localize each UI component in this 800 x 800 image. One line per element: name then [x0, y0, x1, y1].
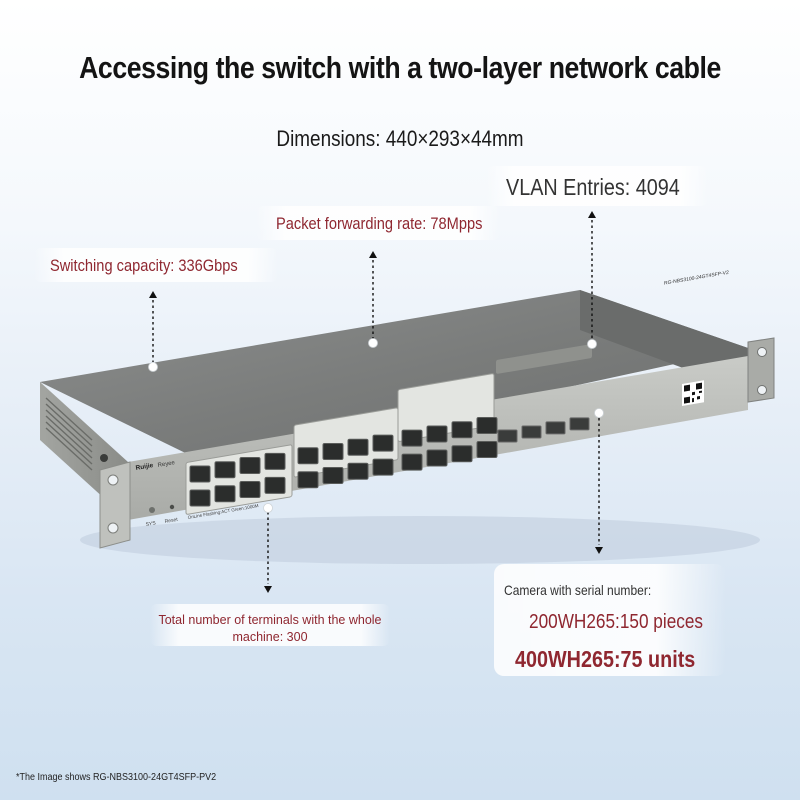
rj45-port	[297, 447, 319, 465]
brand-ruijie: Ruijie	[135, 462, 154, 472]
dot-forwarding	[368, 338, 378, 348]
switching-chip	[34, 248, 278, 282]
terminals-label-line2: machine: 300	[232, 630, 308, 644]
camera-line-400wh: 400WH265:75 units	[515, 646, 696, 672]
forwarding-chip	[256, 206, 500, 240]
arrow-vlan	[588, 211, 596, 218]
rj45-port	[322, 443, 344, 461]
sys-label: SYS	[145, 520, 157, 528]
arrow-switching	[149, 291, 157, 298]
dot-terminals	[263, 503, 273, 513]
brand-reyee: Reyee	[157, 460, 176, 469]
right-rack-ear	[747, 337, 775, 403]
rj45-ports	[189, 416, 498, 507]
left-rack-ear	[99, 461, 131, 549]
rj45-port	[401, 429, 423, 447]
vlan-label: VLAN Entries: 4094	[506, 174, 680, 200]
switch-top-panel	[40, 290, 748, 465]
rj45-port	[426, 449, 448, 467]
camera-line-200wh: 200WH265:150 pieces	[529, 611, 704, 633]
switching-label: Switching capacity: 336Gbps	[50, 256, 238, 275]
right-ear-hole-bottom	[757, 385, 767, 395]
sfp-ports	[497, 417, 590, 443]
forwarding-label: Packet forwarding rate: 78Mpps	[276, 214, 483, 233]
terminals-label: Total number of terminals with the whole…	[150, 612, 390, 646]
rj45-port	[476, 440, 498, 458]
rj45-port	[214, 485, 236, 503]
side-screw	[100, 454, 108, 462]
rj45-port	[347, 438, 369, 456]
rj45-port	[476, 416, 498, 434]
reset-label: Reset	[164, 517, 178, 525]
camera-panel	[494, 564, 726, 676]
sfp-port	[545, 421, 566, 435]
arrow-terminals	[264, 586, 272, 593]
rj45-port	[189, 489, 211, 507]
rj45-port	[322, 467, 344, 485]
rj45-port	[239, 481, 261, 499]
side-vents	[45, 397, 93, 471]
rj45-port	[451, 445, 473, 463]
sfp-vent-grille	[496, 344, 592, 374]
dot-switching	[148, 362, 158, 372]
headline: Accessing the switch with a two-layer ne…	[79, 50, 721, 85]
terminals-label-line1: Total number of terminals with the whole	[158, 613, 382, 627]
arrow-camera	[595, 547, 603, 554]
rj45-port	[214, 461, 236, 479]
reset-pinhole	[169, 504, 175, 510]
rj45-port	[239, 457, 261, 475]
rj45-port	[189, 465, 211, 483]
rj45-port	[264, 476, 286, 494]
rj45-port	[426, 425, 448, 443]
rj45-port	[372, 434, 394, 452]
sys-led	[149, 507, 155, 513]
left-ear-hole-bottom	[107, 522, 119, 534]
sfp-port	[569, 417, 590, 431]
left-ear-hole-top	[107, 474, 119, 486]
rj45-port	[264, 452, 286, 470]
camera-title: Camera with serial number:	[504, 582, 652, 598]
terminals-chip	[150, 604, 390, 646]
dot-camera	[594, 408, 604, 418]
rj45-port	[297, 471, 319, 489]
footnote: *The Image shows RG-NBS3100-24GT4SFP-PV2	[16, 772, 217, 783]
model-label-area: RG-NBS3100-24GT4SFP-V2	[664, 270, 729, 287]
rj45-port	[401, 453, 423, 471]
dot-vlan	[587, 339, 597, 349]
dimensions-label: Dimensions: 440×293×44mm	[276, 126, 524, 151]
rj45-port	[451, 421, 473, 439]
model-label: RG-NBS3100-24GT4SFP-V2	[664, 270, 729, 287]
right-ear-hole-top	[757, 347, 767, 357]
arrow-forwarding	[369, 251, 377, 258]
rj45-port	[347, 462, 369, 480]
qr-code	[682, 380, 704, 406]
sfp-port	[497, 429, 518, 443]
vlan-chip	[486, 166, 708, 206]
sfp-port	[521, 425, 542, 439]
rj45-port	[372, 458, 394, 476]
